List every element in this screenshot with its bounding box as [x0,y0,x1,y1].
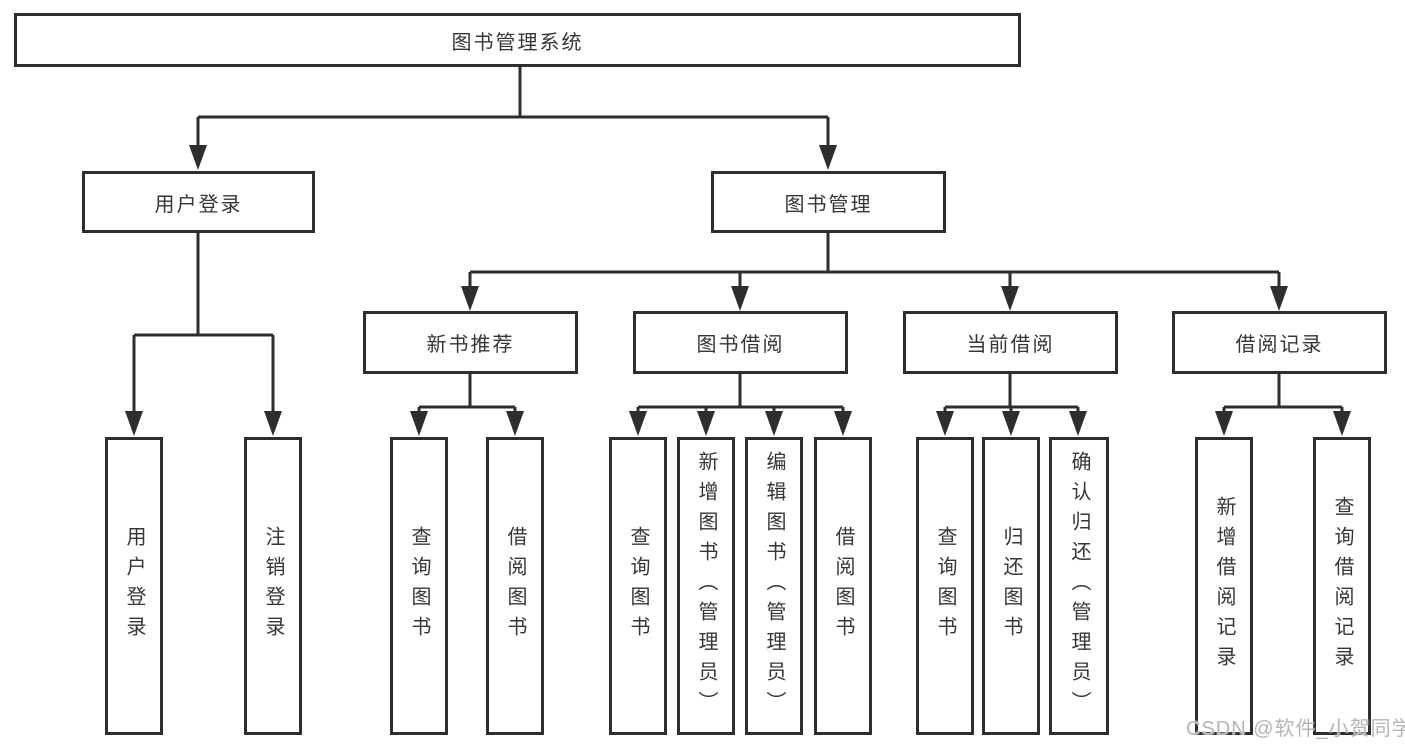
arrowhead-icon [819,145,837,170]
arrowhead-icon [1333,411,1351,436]
node-label: 查询图书 [627,526,649,646]
arrowhead-icon [629,411,647,436]
node-user-login-leaf: 用户登录 [105,437,163,735]
node-label: 借阅图书 [832,526,854,646]
node-edit-book-admin: 编辑图书（管理员） [745,437,803,735]
node-user-login: 用户登录 [82,171,315,233]
node-borrowing-records: 借阅记录 [1172,311,1387,374]
node-label: 编辑图书（管理员） [763,451,785,721]
node-label: 查询图书 [408,526,430,646]
arrowhead-icon [1215,411,1233,436]
arrowhead-icon [1002,411,1020,436]
node-borrow-books-borrowing: 借阅图书 [814,437,872,735]
arrowhead-icon [410,411,428,436]
arrowhead-icon [125,411,143,436]
node-label: 确认归还（管理员） [1068,451,1090,721]
arrowhead-icon [697,411,715,436]
node-query-books-borrowing: 查询图书 [609,437,667,735]
arrowhead-icon [1270,286,1288,311]
arrowhead-icon [1069,411,1087,436]
node-label: 新增图书（管理员） [695,451,717,721]
node-label: 查询图书 [934,526,956,646]
node-label: 查询借阅记录 [1331,496,1353,676]
arrowhead-icon [834,411,852,436]
node-query-books-current: 查询图书 [916,437,974,735]
node-logout-leaf: 注销登录 [244,437,302,735]
node-current-borrowing: 当前借阅 [903,311,1118,374]
node-label: 归还图书 [1000,526,1022,646]
node-label: 用户登录 [123,526,145,646]
arrowhead-icon [765,411,783,436]
arrowhead-icon [731,286,749,311]
arrowhead-icon [461,286,479,311]
arrowhead-icon [506,411,524,436]
node-label: 新增借阅记录 [1213,496,1235,676]
node-query-borrow-record: 查询借阅记录 [1313,437,1371,735]
node-add-book-admin: 新增图书（管理员） [677,437,735,735]
node-new-book-recommend: 新书推荐 [363,311,578,374]
arrowhead-icon [264,411,282,436]
arrowhead-icon [1001,286,1019,311]
node-add-borrow-record: 新增借阅记录 [1195,437,1253,735]
node-book-management: 图书管理 [711,171,946,233]
node-label: 借阅图书 [504,526,526,646]
node-confirm-return-admin: 确认归还（管理员） [1049,437,1109,735]
node-label: 注销登录 [262,526,284,646]
connector-skeleton [134,67,1342,409]
node-return-book: 归还图书 [982,437,1040,735]
node-query-books-recommend: 查询图书 [390,437,448,735]
arrowhead-icon [936,411,954,436]
node-borrow-books-recommend: 借阅图书 [486,437,544,735]
watermark-text: CSDN @软件_小贺同学 [1186,718,1405,740]
arrowheads-group [125,145,1351,436]
node-root-system: 图书管理系统 [14,13,1021,67]
arrowhead-icon [189,145,207,170]
node-book-borrowing: 图书借阅 [633,311,848,374]
